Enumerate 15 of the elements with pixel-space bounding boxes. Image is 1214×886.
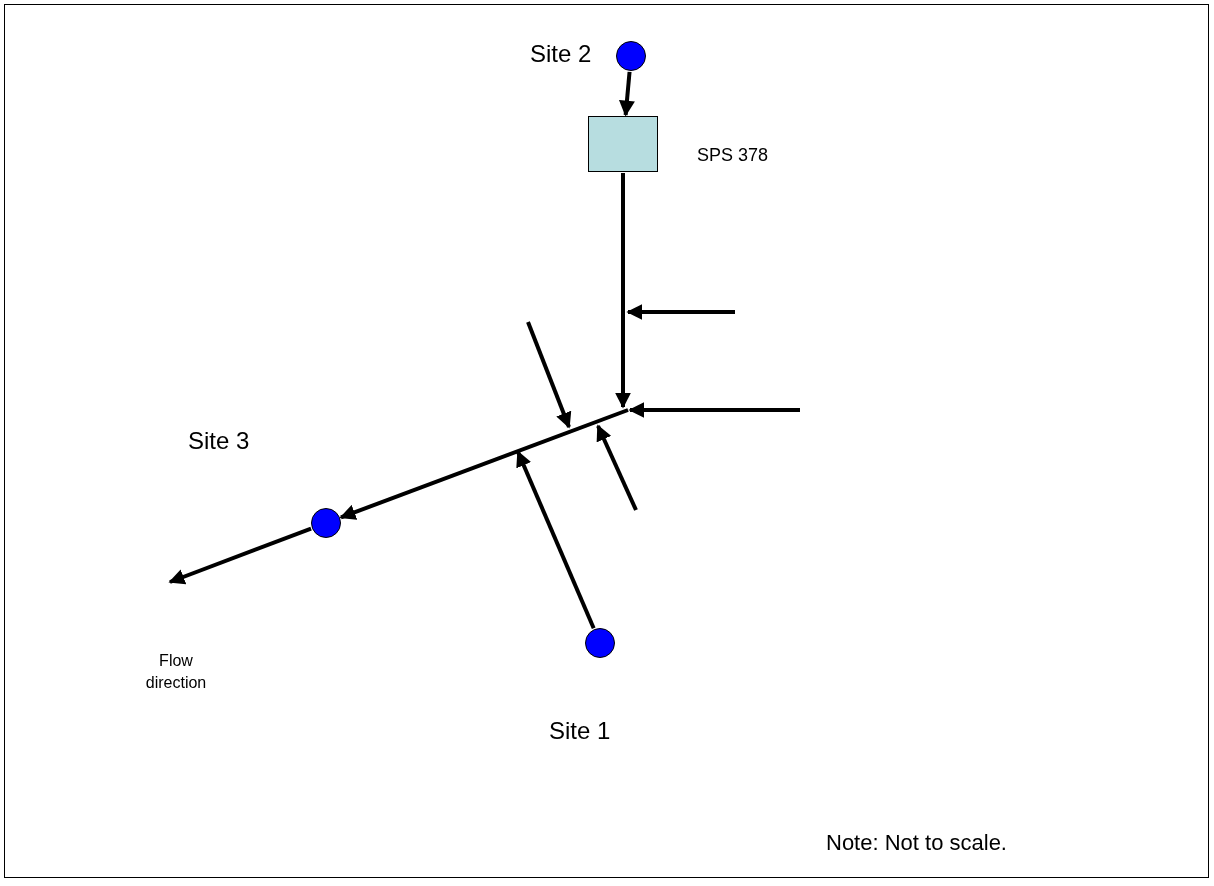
arrow: [615, 173, 631, 409]
arrow: [168, 526, 312, 585]
scale-note: Note: Not to scale.: [826, 830, 1007, 856]
site-circle: [311, 508, 341, 538]
site-circle: [585, 628, 615, 658]
site-label: Site 3: [188, 427, 250, 455]
arrow: [618, 71, 635, 117]
site-label: Site 2: [530, 40, 592, 68]
pump-station-box: [588, 116, 658, 172]
station-label: SPS 378: [697, 145, 769, 166]
site-label: Site 1: [549, 717, 611, 745]
flow-direction-note: Flow direction: [144, 651, 208, 694]
site-circle: [616, 41, 646, 71]
arrow: [516, 450, 596, 630]
arrow: [339, 408, 629, 520]
